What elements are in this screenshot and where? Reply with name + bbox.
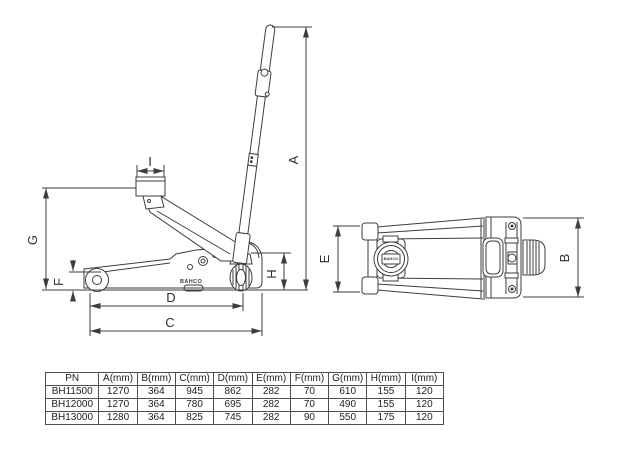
table-header-cell: D(mm): [213, 372, 253, 386]
table-cell: 364: [136, 398, 176, 412]
table-header-cell: PN: [44, 372, 100, 386]
top-view-dimensions: E B: [317, 217, 584, 298]
table-cell: 70: [289, 385, 330, 399]
dim-label-e: E: [317, 254, 332, 263]
table-cell: 1270: [98, 385, 138, 399]
table-cell: 282: [251, 398, 291, 412]
table-cell: 862: [213, 385, 253, 399]
table-cell: 364: [136, 411, 176, 425]
dim-label-d: D: [166, 290, 175, 305]
table-header-cell: E(mm): [251, 372, 291, 386]
dim-label-b: B: [557, 254, 572, 263]
table-cell: 120: [404, 411, 445, 425]
bolt-icon: [187, 264, 193, 270]
table-cell: 745: [213, 411, 253, 425]
dim-label-c: C: [165, 315, 174, 330]
table-cell: 155: [366, 398, 406, 412]
table-cell: 90: [289, 411, 330, 425]
table-header-cell: C(mm): [174, 372, 215, 386]
table-row: BH13000 1280 364 825 745 282 90 550 175 …: [44, 411, 445, 425]
table-cell: BH13000: [44, 411, 100, 425]
table-cell: 1270: [98, 398, 138, 412]
table-header-cell: G(mm): [328, 372, 368, 386]
dim-label-h: H: [264, 269, 279, 278]
table-cell: 155: [366, 385, 406, 399]
table-cell: 490: [328, 398, 368, 412]
table-cell: BH12000: [44, 398, 100, 412]
table-cell: 282: [251, 385, 291, 399]
front-wheel-top: [361, 276, 379, 295]
dim-label-g: G: [25, 235, 40, 245]
table-header-cell: B(mm): [136, 372, 176, 386]
saddle-neck: [142, 195, 165, 210]
table-cell: 364: [136, 385, 176, 399]
table-cell: 695: [213, 398, 253, 412]
top-brand-label: BAHCO: [384, 256, 399, 261]
saddle-top: BAHCO: [373, 235, 409, 282]
side-view-drawing: BAHCO: [42, 24, 308, 292]
table-header-cell: A(mm): [98, 372, 138, 386]
table-cell: 175: [366, 411, 406, 425]
table-row: BH11500 1270 364 945 862 282 70 610 155 …: [44, 385, 445, 399]
table-cell: 70: [289, 398, 330, 412]
table-row: BH12000 1270 364 780 695 282 70 490 155 …: [44, 398, 445, 412]
table-cell: 120: [404, 398, 445, 412]
table-cell: 120: [404, 385, 445, 399]
table-cell: 1280: [98, 411, 138, 425]
table-cell: BH11500: [44, 385, 100, 399]
hydraulic-unit-top: [482, 237, 504, 278]
front-wheel-top: [361, 222, 379, 241]
table-header-row: PN A(mm) B(mm) C(mm) D(mm) E(mm) F(mm) G…: [44, 372, 445, 386]
dim-label-a: A: [286, 155, 301, 164]
table-header-cell: I(mm): [404, 372, 445, 386]
handle: [232, 24, 276, 265]
table-cell: 610: [328, 385, 368, 399]
table-cell: 282: [251, 411, 291, 425]
table-header-cell: H(mm): [366, 372, 406, 386]
table-cell: 780: [174, 398, 215, 412]
table-cell: 945: [174, 385, 215, 399]
table-header-cell: F(mm): [289, 372, 330, 386]
bumper-pad: [522, 239, 546, 276]
top-view-drawing: BAHCO: [361, 216, 546, 300]
side-view-dimensions: A G F H I D C: [25, 26, 312, 336]
caster-column: [504, 222, 519, 294]
dim-label-f: F: [51, 278, 66, 286]
brand-logo-plate: [183, 284, 204, 292]
side-brand-label: BAHCO: [180, 279, 202, 285]
saddle-pad: [135, 176, 166, 197]
dim-label-i: I: [148, 154, 152, 169]
dimensions-table: PN A(mm) B(mm) C(mm) D(mm) E(mm) F(mm) G…: [44, 372, 445, 425]
table-cell: 550: [328, 411, 368, 425]
bolt-icon: [198, 256, 208, 266]
table-cell: 825: [174, 411, 215, 425]
